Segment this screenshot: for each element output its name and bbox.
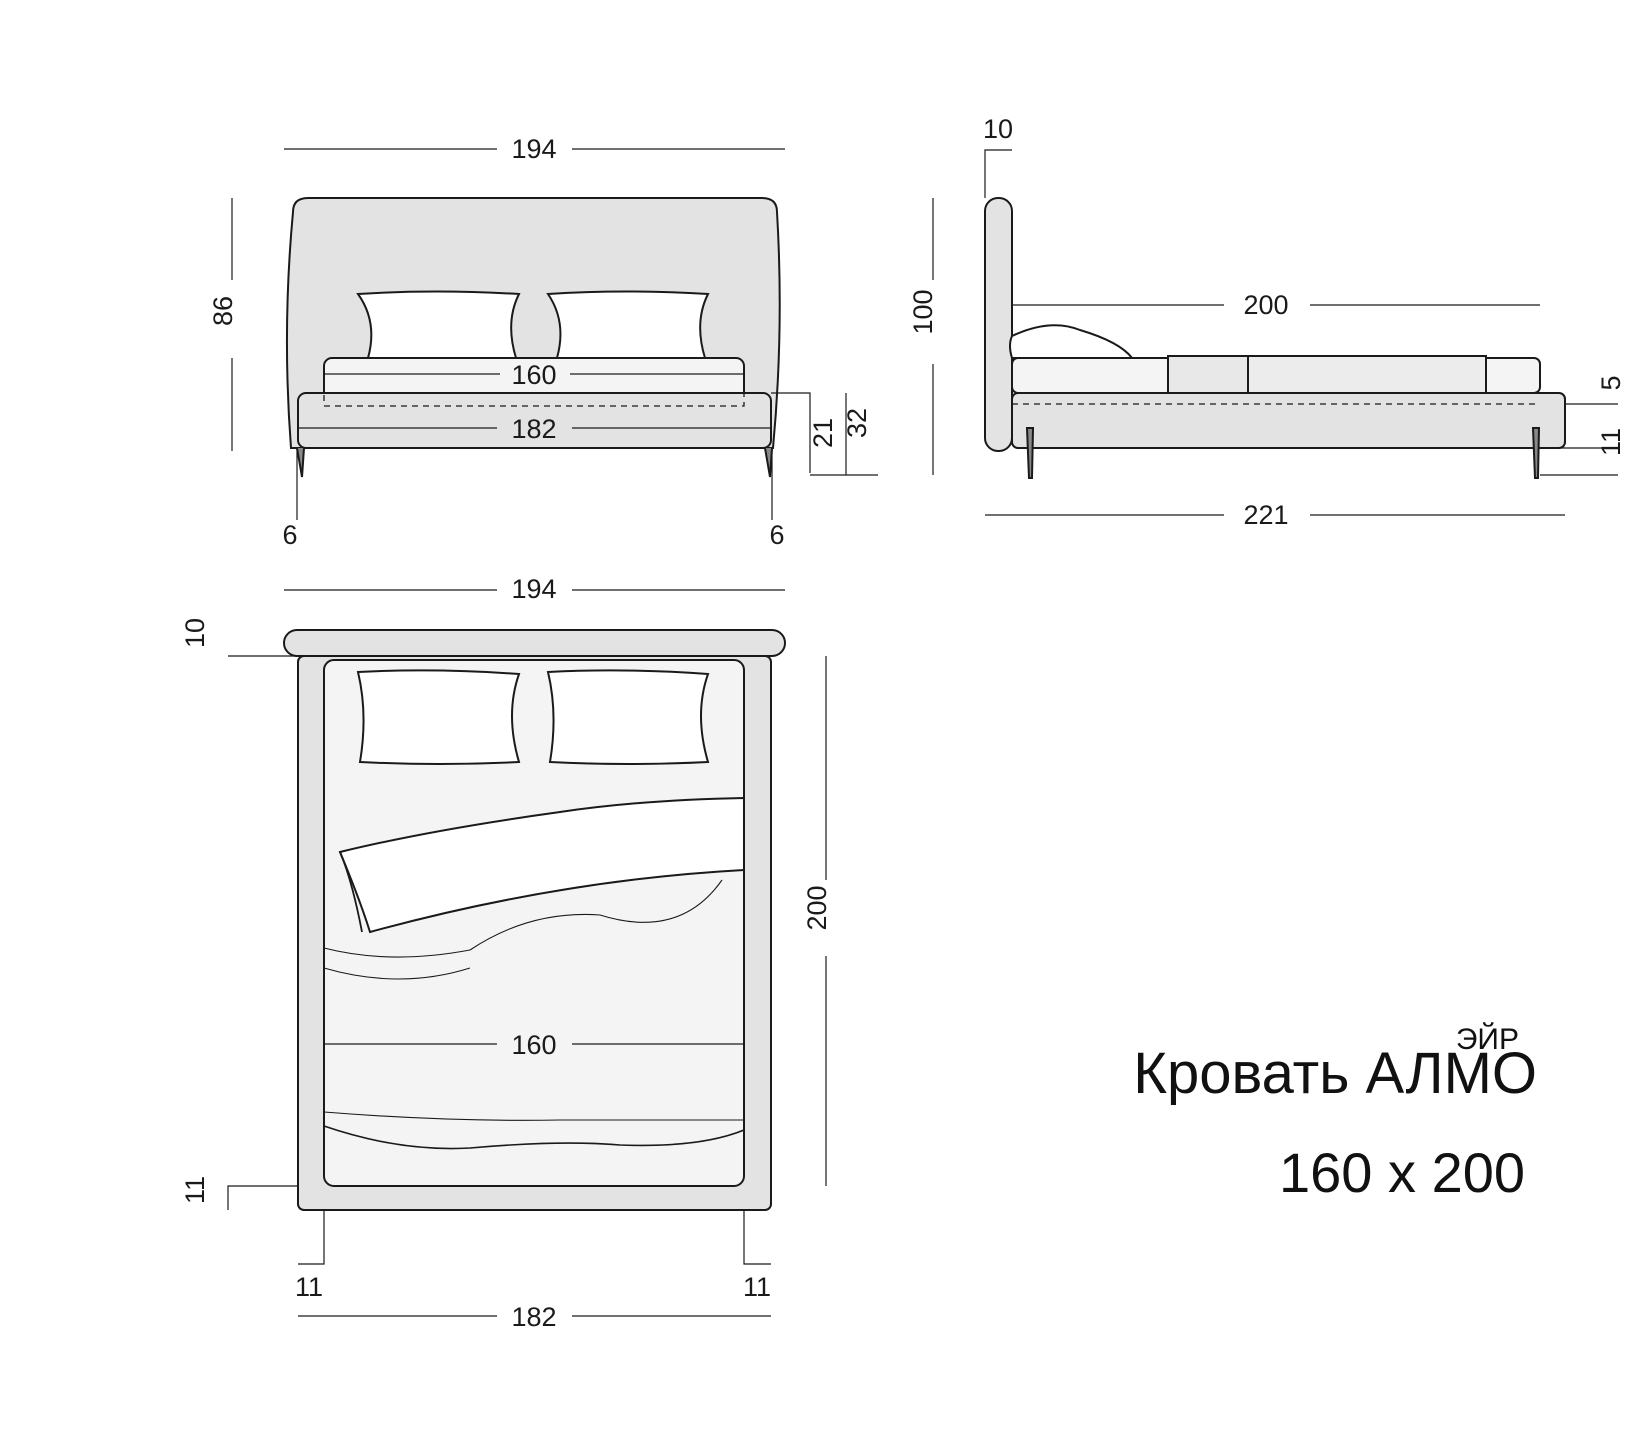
leg-front-side [1025, 427, 1035, 479]
top-view [227, 589, 827, 1317]
front-view-labels: 194 86 160 182 21 32 6 6 [208, 134, 872, 550]
product-title: Кровать АЛМО [1133, 1041, 1537, 1106]
blanket-fold-line [339, 851, 363, 933]
blanket-shadow [323, 967, 471, 980]
side-view [932, 149, 1618, 516]
label-leg-height: 11 [1596, 428, 1626, 456]
dimension-line-headboard-thickness [984, 149, 1012, 198]
dimension-line-frame-end [227, 1185, 298, 1210]
label-mattress-length: 200 [1243, 290, 1288, 320]
label-front-width: 194 [511, 134, 556, 164]
mattress-outline-hidden [323, 392, 745, 407]
label-frame-height: 21 [808, 418, 838, 448]
side-view-labels: 10 100 200 5 11 221 [908, 114, 1626, 530]
label-mattress-width: 160 [511, 360, 556, 390]
product-title-suffix: ЭЙР [1455, 1023, 1519, 1056]
label-top-mattress-width: 160 [511, 1030, 556, 1060]
front-view [231, 148, 878, 520]
label-leg-right: 6 [769, 520, 784, 550]
sheet-edge [323, 1125, 745, 1150]
label-headboard-thickness: 10 [983, 114, 1013, 144]
label-leg-left: 6 [282, 520, 297, 550]
label-top-frame-width: 182 [511, 1302, 556, 1332]
leg-back-side [1531, 427, 1541, 479]
pillow-left [356, 290, 521, 359]
mattress-top [323, 659, 745, 1187]
pillow-top-right [546, 669, 710, 765]
label-side-height: 100 [908, 289, 938, 334]
label-frame-width: 182 [511, 414, 556, 444]
blanket-fold [1167, 355, 1249, 394]
pillow-top-left [356, 669, 521, 765]
dimension-line-side-right [743, 1210, 771, 1265]
dimension-line-side-left [298, 1210, 325, 1265]
label-side-right: 11 [743, 1272, 771, 1302]
label-side-length: 221 [1243, 500, 1288, 530]
leg-right [764, 447, 773, 478]
label-frame-end: 11 [180, 1176, 210, 1204]
label-headboard-depth: 10 [180, 618, 210, 648]
headboard-side [984, 197, 1013, 452]
label-bed-height: 32 [842, 408, 872, 438]
label-mattress-depth: 5 [1596, 375, 1626, 390]
label-top-length: 200 [802, 885, 832, 930]
pillow-right [546, 290, 710, 359]
sheet-shadow [323, 1111, 744, 1121]
label-top-width: 194 [511, 574, 556, 604]
headboard-top [283, 629, 786, 657]
label-headboard-height: 86 [208, 296, 238, 326]
label-side-left: 11 [295, 1272, 323, 1302]
product-size: 160 x 200 [1279, 1141, 1525, 1204]
pillow-side [1009, 324, 1135, 359]
top-view-labels: 194 10 200 160 11 11 11 182 [180, 574, 832, 1332]
dimension-line-frame-height [771, 392, 811, 473]
blanket-fold [1247, 355, 1487, 394]
bed-frame-side [1011, 392, 1566, 449]
blanket-shadow [323, 879, 723, 958]
leg-left [296, 447, 305, 478]
blanket-top [338, 796, 745, 934]
